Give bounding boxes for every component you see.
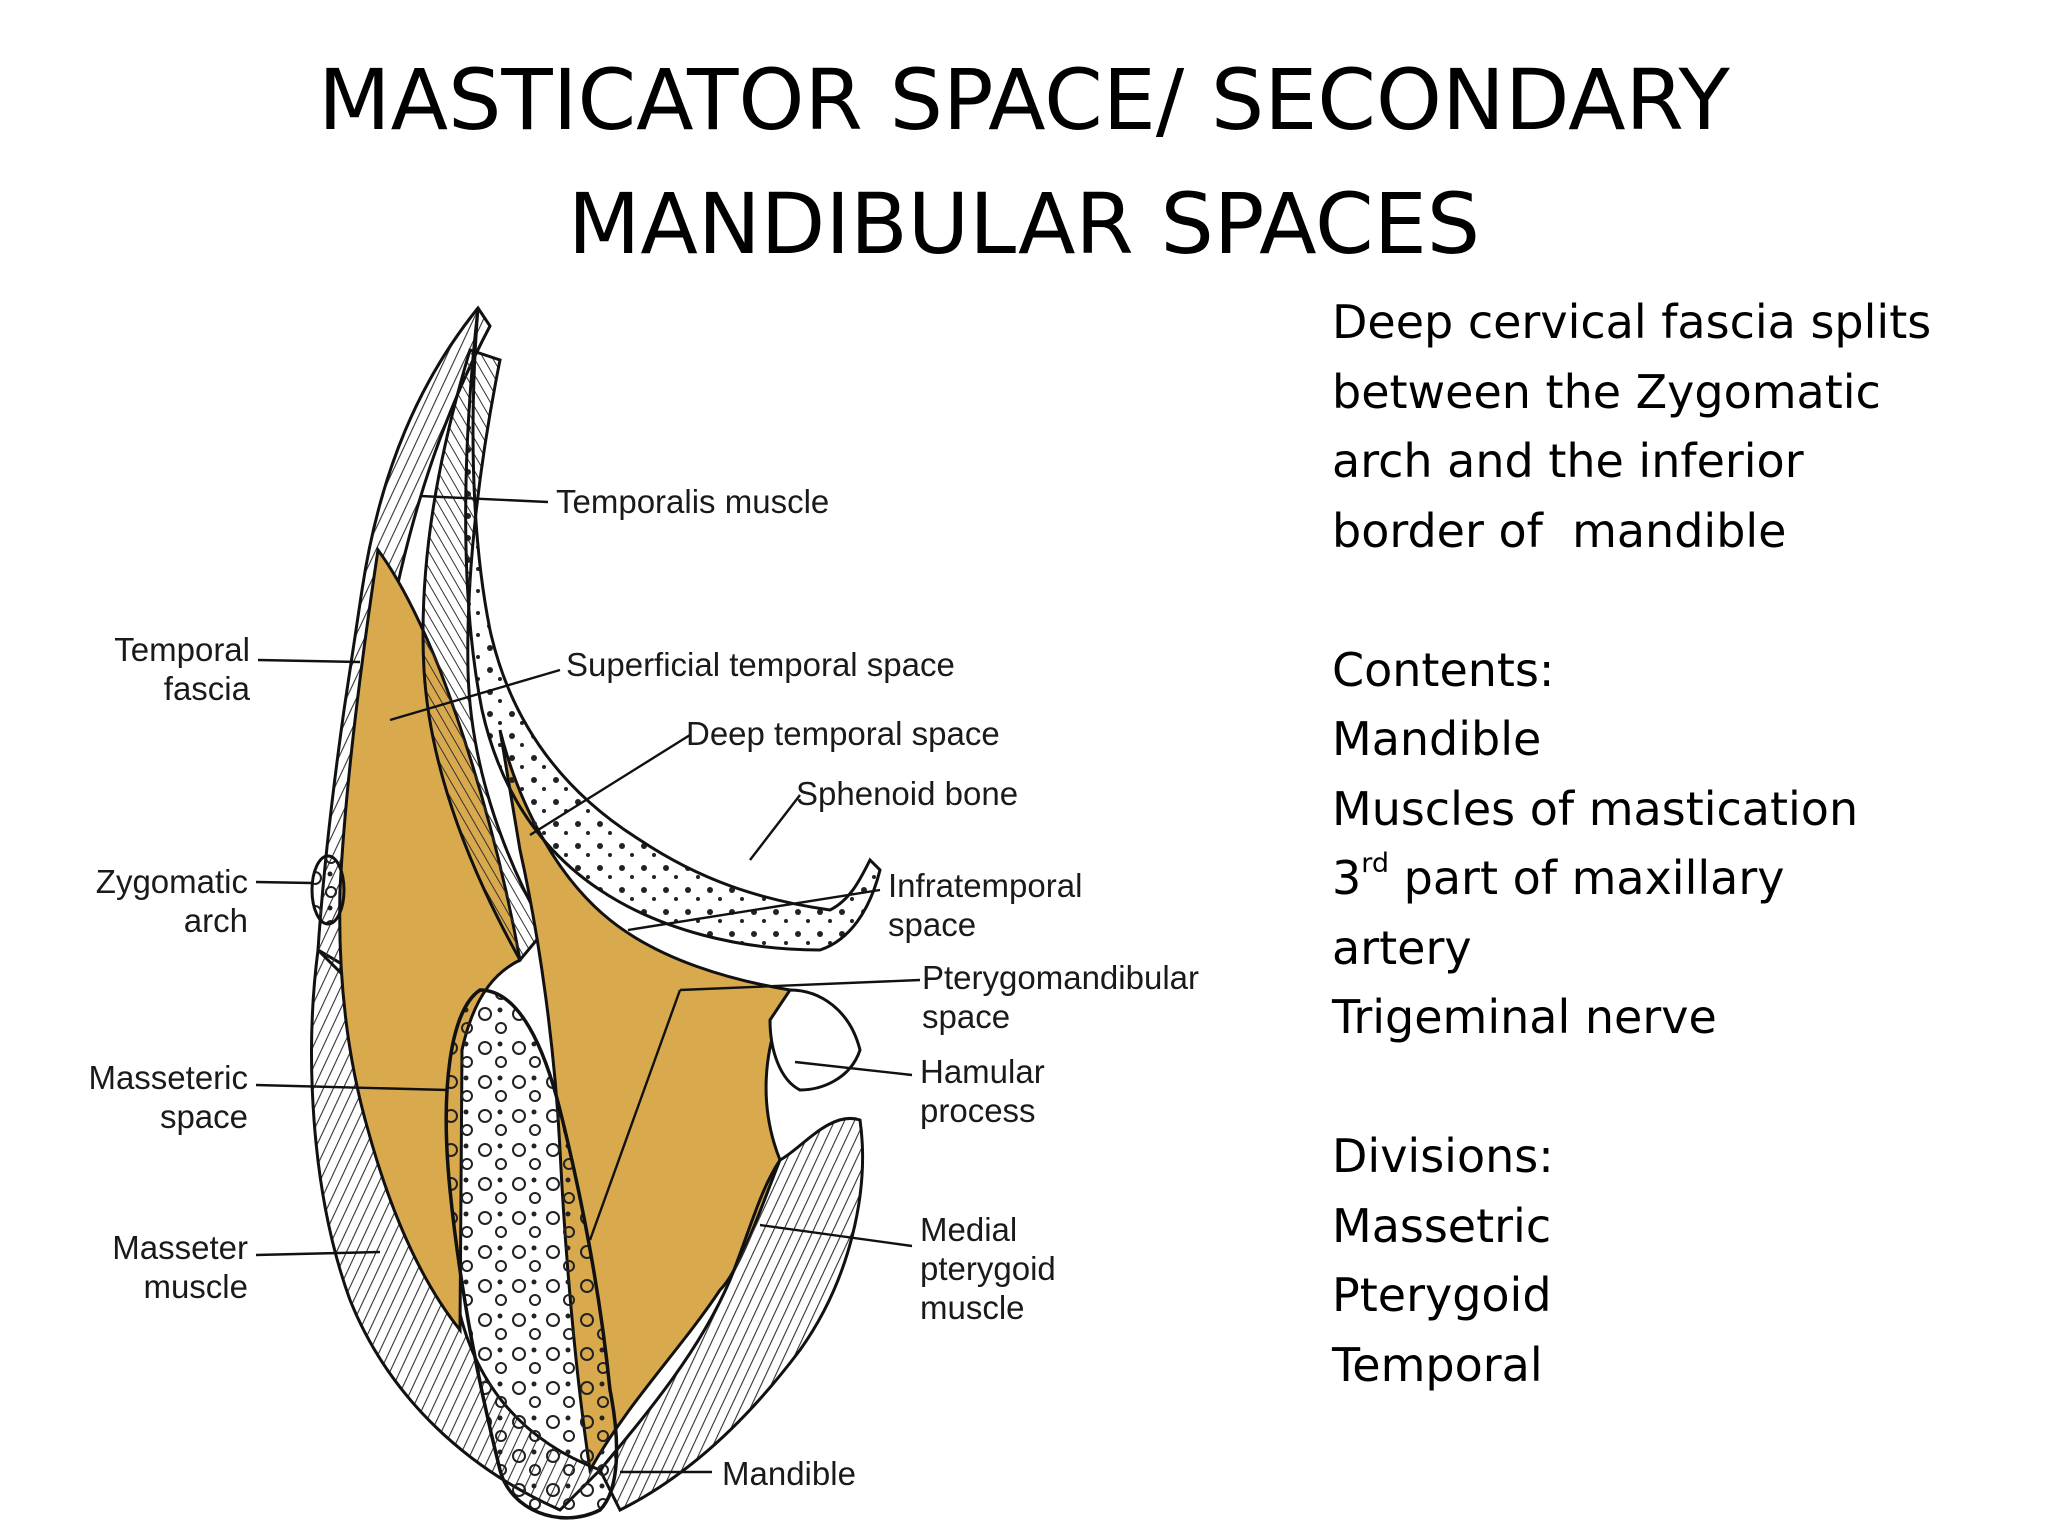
- label-medial-pterygoid-line3: muscle: [920, 1289, 1025, 1326]
- hamular-process-shape: [768, 988, 862, 1092]
- slide-title: MASTICATOR SPACE/ SECONDARY MANDIBULAR S…: [0, 38, 2048, 286]
- label-hamular-process-line1: Hamular: [920, 1053, 1045, 1090]
- label-masseter-muscle: Masseter muscle: [40, 1228, 248, 1306]
- contents-item-artery: artery: [1332, 920, 1472, 975]
- ordinal-suffix: rd: [1361, 848, 1390, 879]
- label-infratemporal-space-line1: Infratemporal: [888, 867, 1083, 904]
- label-masseteric-space-line1: Masseteric: [88, 1059, 248, 1096]
- leader-lines: [255, 494, 921, 1474]
- intro-line-3: arch and the inferior: [1332, 434, 1804, 488]
- intro-line-2: between the Zygomatic: [1332, 364, 1881, 419]
- label-pterygomandibular-space-line2: space: [922, 998, 1011, 1035]
- mandible-shape: [444, 988, 619, 1520]
- title-line-2: MANDIBULAR SPACES: [567, 175, 1481, 273]
- label-mandible: Mandible: [722, 1455, 856, 1492]
- medial-pterygoid-region: [598, 1116, 864, 1513]
- division-temporal: Temporal: [1332, 1337, 1543, 1392]
- division-massetric: Massetric: [1332, 1198, 1552, 1253]
- label-deep-temporal-space: Deep temporal space: [686, 715, 1000, 752]
- description-panel: Deep cervical fascia splits between the …: [1332, 288, 2032, 1400]
- zygomatic-arch-shape: [310, 854, 346, 926]
- label-masseter-muscle-line2: muscle: [143, 1268, 248, 1305]
- label-superficial-temporal-space: Superficial temporal space: [566, 646, 955, 683]
- label-medial-pterygoid-muscle: Medial pterygoid muscle: [920, 1210, 1056, 1327]
- contents-item-muscles: Muscles of mastication: [1332, 781, 1859, 836]
- maxillary-text: part of maxillary: [1389, 851, 1785, 905]
- contents-heading: Contents:: [1332, 642, 1555, 697]
- anatomy-drawing: [255, 305, 921, 1520]
- contents-item-maxillary-artery: 3rd part of maxillary: [1332, 844, 2032, 914]
- intro-line-1: Deep cervical fascia splits: [1332, 295, 1932, 349]
- label-temporal-fascia-line1: Temporal: [114, 631, 250, 668]
- label-temporal-fascia-line2: fascia: [163, 670, 250, 707]
- division-pterygoid: Pterygoid: [1332, 1268, 1552, 1322]
- masticator-space-diagram: Temporalis muscle Temporal fascia Superf…: [0, 290, 1290, 1536]
- label-masseteric-space-line2: space: [159, 1098, 248, 1135]
- label-infratemporal-space-line2: space: [888, 906, 977, 943]
- label-zygomatic-arch: Zygomatic arch: [40, 862, 248, 940]
- spacer-1: [1332, 566, 2032, 636]
- label-temporal-fascia: Temporal fascia: [70, 630, 250, 708]
- divisions-heading: Divisions:: [1332, 1129, 1554, 1183]
- label-zygomatic-arch-line1: Zygomatic: [95, 863, 248, 900]
- spacer-2: [1332, 1053, 2032, 1123]
- label-sphenoid-bone: Sphenoid bone: [796, 775, 1019, 812]
- label-temporalis-muscle: Temporalis muscle: [556, 483, 830, 520]
- label-pterygomandibular-space-line1: Pterygomandibular: [922, 959, 1199, 996]
- intro-line-4: border of mandible: [1332, 503, 1787, 558]
- label-infratemporal-space: Infratemporal space: [888, 866, 1082, 944]
- contents-item-trigeminal: Trigeminal nerve: [1332, 990, 1717, 1044]
- label-medial-pterygoid-line2: pterygoid: [920, 1250, 1056, 1287]
- title-line-1: MASTICATOR SPACE/ SECONDARY: [318, 51, 1730, 149]
- contents-item-mandible: Mandible: [1332, 712, 1542, 766]
- label-zygomatic-arch-line2: arch: [183, 902, 248, 939]
- label-medial-pterygoid-line1: Medial: [920, 1211, 1018, 1248]
- label-hamular-process: Hamular process: [920, 1052, 1045, 1130]
- label-masseteric-space: Masseteric space: [40, 1058, 248, 1136]
- label-pterygomandibular-space: Pterygomandibular space: [922, 958, 1199, 1036]
- sphenoid-bone-region: [464, 307, 882, 952]
- label-hamular-process-line2: process: [920, 1092, 1036, 1129]
- ordinal-number: 3: [1332, 851, 1362, 905]
- label-masseter-muscle-line1: Masseter: [112, 1229, 248, 1266]
